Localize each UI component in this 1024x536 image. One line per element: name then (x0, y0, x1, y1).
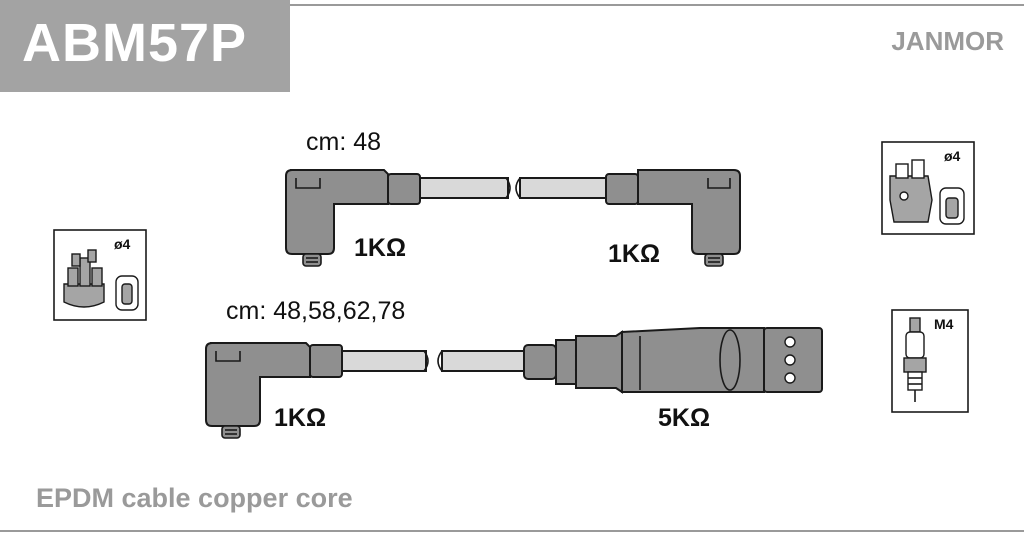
title-banner: ABM57P (0, 0, 290, 92)
bottom-left-boot (205, 342, 343, 439)
top-cable-length-label: cm: 48 (306, 128, 382, 156)
distributor-cap-left-icon (53, 229, 147, 321)
bottom-cable-length-label: cm: 48,58,62,78 (226, 297, 406, 325)
top-right-resistance: 1KΩ (608, 240, 661, 268)
distributor-cap-right-icon (881, 141, 975, 235)
top-divider (290, 4, 1024, 6)
part-number-title: ABM57P (22, 13, 248, 73)
spark-plug-thread-label: M4 (934, 316, 954, 332)
top-left-boot (285, 169, 421, 267)
top-cable (285, 169, 741, 267)
bottom-cable (205, 327, 823, 439)
bottom-left-resistance: 1KΩ (274, 404, 327, 432)
distributor-left-diameter: ø4 (114, 236, 131, 252)
top-left-resistance: 1KΩ (354, 234, 407, 262)
bottom-right-resistance: 5KΩ (658, 404, 711, 432)
bottom-right-plug-boot (523, 327, 823, 394)
bottom-divider (0, 530, 1024, 532)
distributor-right-diameter: ø4 (944, 148, 961, 164)
spark-plug-icon (891, 309, 969, 413)
cable-material-note: EPDM cable copper core (36, 483, 353, 513)
top-right-boot (605, 169, 741, 267)
brand-name: JANMOR (891, 26, 1004, 56)
